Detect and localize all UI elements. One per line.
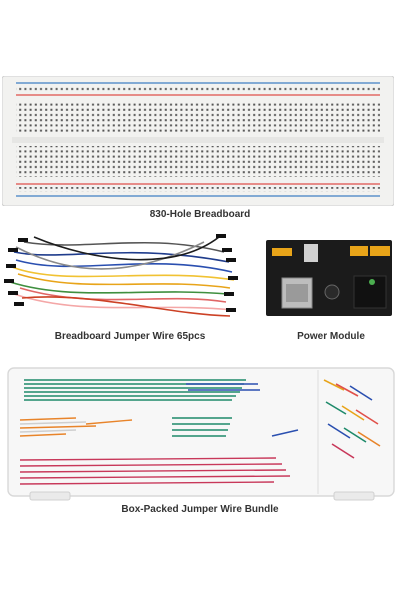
box-wire-caption: Box-Packed Jumper Wire Bundle xyxy=(121,504,279,515)
jumper-wire-caption: Breadboard Jumper Wire 65pcs xyxy=(54,331,206,342)
breadboard-image xyxy=(2,76,394,206)
jumper-wire-image xyxy=(4,234,238,317)
power-module-caption: Power Module xyxy=(297,331,365,342)
box-wire-image xyxy=(7,367,395,501)
breadboard-caption: 830-Hole Breadboard xyxy=(149,209,251,220)
power-module-image xyxy=(266,240,392,316)
